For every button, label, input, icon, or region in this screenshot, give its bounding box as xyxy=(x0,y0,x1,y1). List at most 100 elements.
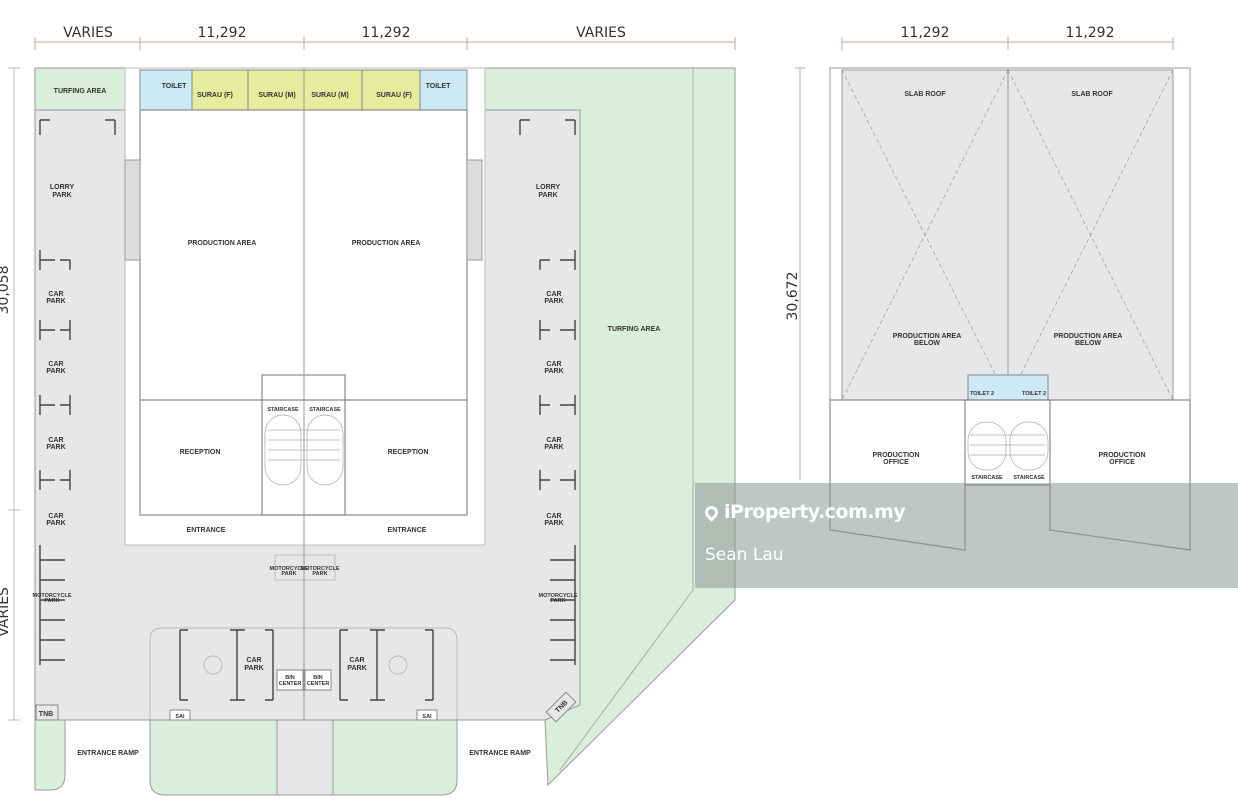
label-car-park: CAR xyxy=(48,513,63,520)
label-production-office-left: PRODUCTION xyxy=(872,452,919,459)
boundary-line xyxy=(559,589,694,771)
label-reception-left: RECEPTION xyxy=(180,449,221,456)
label-lorry-park-left-2: PARK xyxy=(52,192,71,199)
sai-box-right xyxy=(416,709,438,721)
bin-center-right xyxy=(304,669,332,691)
label-motorcycle-park: MOTORCYCLE xyxy=(300,566,339,572)
label-motorcycle-park: PARK xyxy=(281,571,296,577)
label-toilet-2-left: TOILET 2 xyxy=(970,391,994,397)
label-car-park: PARK xyxy=(46,444,65,451)
label-entrance-ramp-left: ENTRANCE RAMP xyxy=(77,750,139,757)
label-surau-f-2: SURAU (F) xyxy=(376,92,412,99)
label-entrance-right: ENTRANCE xyxy=(388,527,427,534)
label-slab-roof-right: SLAB ROOF xyxy=(1071,91,1113,98)
label-car-park-front: CAR xyxy=(246,657,261,664)
dim-varies-left: VARIES xyxy=(63,25,113,41)
label-car-park: PARK xyxy=(46,520,65,527)
label-car-park: CAR xyxy=(546,437,561,444)
dim-depth-varies: VARIES xyxy=(0,587,12,637)
label-car-park: PARK xyxy=(46,368,65,375)
label-tnb-left: TNB xyxy=(39,711,53,718)
label-staircase-left: STAIRCASE xyxy=(267,407,299,413)
label-car-park: CAR xyxy=(48,361,63,368)
label-toilet-left: TOILET xyxy=(162,83,187,90)
drop-off-island xyxy=(149,627,458,720)
label-production-area-left: PRODUCTION AREA xyxy=(188,240,257,247)
accessible-parking-icon xyxy=(388,655,408,675)
label-car-park: CAR xyxy=(48,437,63,444)
bin-center-left xyxy=(276,669,304,691)
toilet-right xyxy=(419,69,468,111)
turfing-area-right xyxy=(484,67,736,787)
label-motorcycle-park: MOTORCYCLE xyxy=(538,593,577,599)
watermark-brand-text: iProperty.com.my xyxy=(724,501,906,523)
label-bin-center: BIN xyxy=(285,675,295,681)
dim-unit-width-left: 11,292 xyxy=(198,25,247,41)
parking-bays-right xyxy=(519,119,576,665)
motorcycle-park-center xyxy=(274,554,336,581)
label-turfing-area: TURFING AREA xyxy=(54,88,107,95)
parking-bays-left xyxy=(39,119,116,665)
label-staircase-ff-left: STAIRCASE xyxy=(971,475,1003,481)
staircase-core xyxy=(261,374,346,516)
dim-unit-width-right: 11,292 xyxy=(362,25,411,41)
dim-varies-right: VARIES xyxy=(576,25,626,41)
label-turfing-area-right: TURFING AREA xyxy=(608,326,661,333)
tnb-box-left xyxy=(35,704,59,721)
car-park-bays-front xyxy=(179,629,434,701)
first-floor-labels: SLAB ROOF SLAB ROOF PRODUCTION AREA BELO… xyxy=(872,91,1145,481)
label-surau-m: SURAU (M) xyxy=(258,92,295,99)
dim-depth-total: 30,058 xyxy=(0,266,12,315)
ground-floor-labels: TURFING AREA TOILET TOILET SURAU (F) SUR… xyxy=(32,83,660,757)
label-production-below-right: PRODUCTION AREA xyxy=(1054,333,1123,340)
label-production-below-left: PRODUCTION AREA xyxy=(893,333,962,340)
building-courtyard xyxy=(124,67,486,546)
toilet-2-block xyxy=(967,374,1049,401)
label-bin-center: CENTER xyxy=(279,681,302,687)
label-car-park-front: PARK xyxy=(244,665,263,672)
turf-bottom-left xyxy=(34,719,66,791)
loading-door-left xyxy=(124,159,141,261)
label-production-below-left-2: BELOW xyxy=(914,340,940,347)
label-sai-left: SAI xyxy=(175,714,185,720)
label-production-below-right-2: BELOW xyxy=(1075,340,1101,347)
label-reception-right: RECEPTION xyxy=(388,449,429,456)
label-lorry-park-left: LORRY xyxy=(50,184,75,191)
staircase-core-ff xyxy=(964,399,1051,486)
label-car-park-front: PARK xyxy=(347,665,366,672)
label-lorry-park-right-2: PARK xyxy=(538,192,557,199)
turf-bottom-center-right xyxy=(332,719,458,796)
label-production-office-left-2: OFFICE xyxy=(883,459,909,466)
label-motorcycle-park: PARK xyxy=(550,598,565,604)
accessible-parking-icon xyxy=(203,655,223,675)
left-dimension-line-first xyxy=(795,67,806,480)
label-motorcycle-park: PARK xyxy=(44,598,59,604)
label-car-park: PARK xyxy=(544,368,563,375)
label-entrance-ramp-right: ENTRANCE RAMP xyxy=(469,750,531,757)
dim-unit-width-right-ff: 11,292 xyxy=(1066,25,1115,41)
label-motorcycle-park: MOTORCYCLE xyxy=(269,566,308,572)
label-car-park: PARK xyxy=(544,444,563,451)
label-car-park: PARK xyxy=(544,520,563,527)
watermark-user: Sean Lau xyxy=(705,545,784,565)
dim-unit-width-left-ff: 11,292 xyxy=(901,25,950,41)
driveway xyxy=(276,719,334,796)
label-surau-f: SURAU (F) xyxy=(197,92,233,99)
void-crosses xyxy=(841,69,1174,401)
label-lorry-park-right: LORRY xyxy=(536,184,561,191)
label-production-office-right-2: OFFICE xyxy=(1109,459,1135,466)
dim-depth-first: 30,672 xyxy=(785,272,801,321)
label-car-park: PARK xyxy=(544,298,563,305)
label-car-park: CAR xyxy=(546,291,561,298)
label-production-area-right: PRODUCTION AREA xyxy=(352,240,421,247)
label-sai-right: SAI xyxy=(422,714,432,720)
label-toilet-2-right: TOILET 2 xyxy=(1022,391,1046,397)
toilet-left xyxy=(139,69,193,111)
turf-bottom-center-left xyxy=(149,719,278,796)
location-pin-icon xyxy=(702,503,721,522)
label-bin-center: BIN xyxy=(313,675,323,681)
label-slab-roof-left: SLAB ROOF xyxy=(904,91,946,98)
watermark-brand: iProperty.com.my xyxy=(702,501,906,523)
label-motorcycle-park: PARK xyxy=(312,571,327,577)
